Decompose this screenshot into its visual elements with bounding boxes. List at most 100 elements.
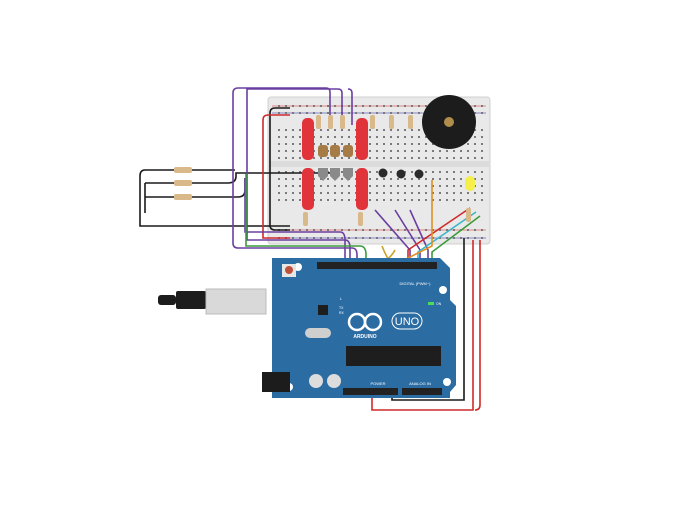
breadboard-hole [369, 129, 371, 131]
breadboard-hole [432, 178, 434, 180]
breadboard-hole [481, 157, 483, 159]
breadboard-hole [362, 105, 364, 107]
atmega-chip [346, 346, 441, 366]
breadboard-hole [383, 136, 385, 138]
breadboard-hole [425, 136, 427, 138]
breadboard-hole [460, 171, 462, 173]
breadboard-hole [397, 185, 399, 187]
breadboard-hole [334, 105, 336, 107]
breadboard-hole [285, 112, 287, 114]
breadboard-hole [355, 237, 357, 239]
piezo-buzzer [422, 95, 476, 149]
led-yellow [465, 176, 475, 191]
breadboard-hole [362, 237, 364, 239]
breadboard-hole [425, 150, 427, 152]
breadboard-hole [348, 143, 350, 145]
breadboard-hole [418, 178, 420, 180]
breadboard-hole [439, 229, 441, 231]
breadboard-hole [411, 178, 413, 180]
breadboard-hole [348, 112, 350, 114]
breadboard-hole [383, 185, 385, 187]
breadboard-hole [390, 229, 392, 231]
breadboard-hole [474, 105, 476, 107]
breadboard-hole [362, 229, 364, 231]
breadboard-hole [404, 143, 406, 145]
breadboard-hole [341, 237, 343, 239]
breadboard-hole [285, 199, 287, 201]
breadboard-hole [390, 237, 392, 239]
breadboard-hole [341, 150, 343, 152]
breadboard-hole [278, 143, 280, 145]
breadboard-hole [292, 237, 294, 239]
breadboard-hole [369, 112, 371, 114]
breadboard-hole [299, 199, 301, 201]
breadboard-hole [404, 129, 406, 131]
breadboard-hole [285, 178, 287, 180]
capacitor [327, 374, 341, 388]
breadboard-hole [404, 229, 406, 231]
breadboard-hole [460, 237, 462, 239]
breadboard-hole [285, 105, 287, 107]
breadboard-hole [390, 185, 392, 187]
breadboard-hole [278, 157, 280, 159]
breadboard-hole [292, 105, 294, 107]
breadboard-hole [327, 157, 329, 159]
breadboard-hole [320, 136, 322, 138]
breadboard-hole [334, 185, 336, 187]
reset-button [285, 266, 293, 274]
breadboard-hole [376, 129, 378, 131]
capacitors [318, 145, 353, 181]
breadboard-hole [355, 171, 357, 173]
breadboard-hole [355, 229, 357, 231]
breadboard-hole [411, 129, 413, 131]
breadboard-hole [285, 129, 287, 131]
breadboard-hole [411, 143, 413, 145]
breadboard-hole [390, 171, 392, 173]
breadboard-hole [460, 157, 462, 159]
breadboard-hole [320, 237, 322, 239]
breadboard-hole [425, 157, 427, 159]
breadboard-hole [348, 199, 350, 201]
breadboard-hole [369, 178, 371, 180]
breadboard-hole [341, 229, 343, 231]
power-jack [262, 372, 290, 392]
breadboard-hole [481, 178, 483, 180]
breadboard-hole [397, 112, 399, 114]
breadboard-hole [348, 105, 350, 107]
breadboard-hole [292, 143, 294, 145]
breadboard-hole [341, 199, 343, 201]
breadboard-hole [355, 157, 357, 159]
breadboard-hole [341, 143, 343, 145]
breadboard-hole [467, 237, 469, 239]
breadboard-resistors [303, 115, 471, 226]
digital-label: DIGITAL (PWM~) [400, 281, 432, 286]
breadboard-hole [432, 192, 434, 194]
power-header [343, 388, 398, 395]
breadboard-hole [432, 150, 434, 152]
breadboard-hole [460, 199, 462, 201]
brand-label: ARDUINO [353, 334, 376, 340]
breadboard-hole [306, 105, 308, 107]
breadboard-hole [327, 129, 329, 131]
breadboard-hole [369, 105, 371, 107]
breadboard-hole [446, 185, 448, 187]
breadboard-hole [299, 171, 301, 173]
breadboard-hole [355, 105, 357, 107]
arduino-uno-board: UNO ARDUINO DIGITAL (PWM~) POWER ANALOG … [262, 258, 456, 398]
crystal [305, 328, 331, 338]
breadboard-hole [397, 105, 399, 107]
breadboard-hole [299, 237, 301, 239]
breadboard-hole [383, 143, 385, 145]
breadboard-hole [376, 157, 378, 159]
breadboard-hole [334, 129, 336, 131]
breadboard-hole [481, 136, 483, 138]
breadboard-hole [397, 129, 399, 131]
breadboard-hole [411, 112, 413, 114]
breadboard-hole [439, 185, 441, 187]
breadboard-hole [369, 185, 371, 187]
breadboard-hole [278, 129, 280, 131]
model-label: UNO [395, 316, 420, 328]
breadboard-hole [397, 178, 399, 180]
breadboard-hole [453, 150, 455, 152]
breadboard-hole [334, 143, 336, 145]
